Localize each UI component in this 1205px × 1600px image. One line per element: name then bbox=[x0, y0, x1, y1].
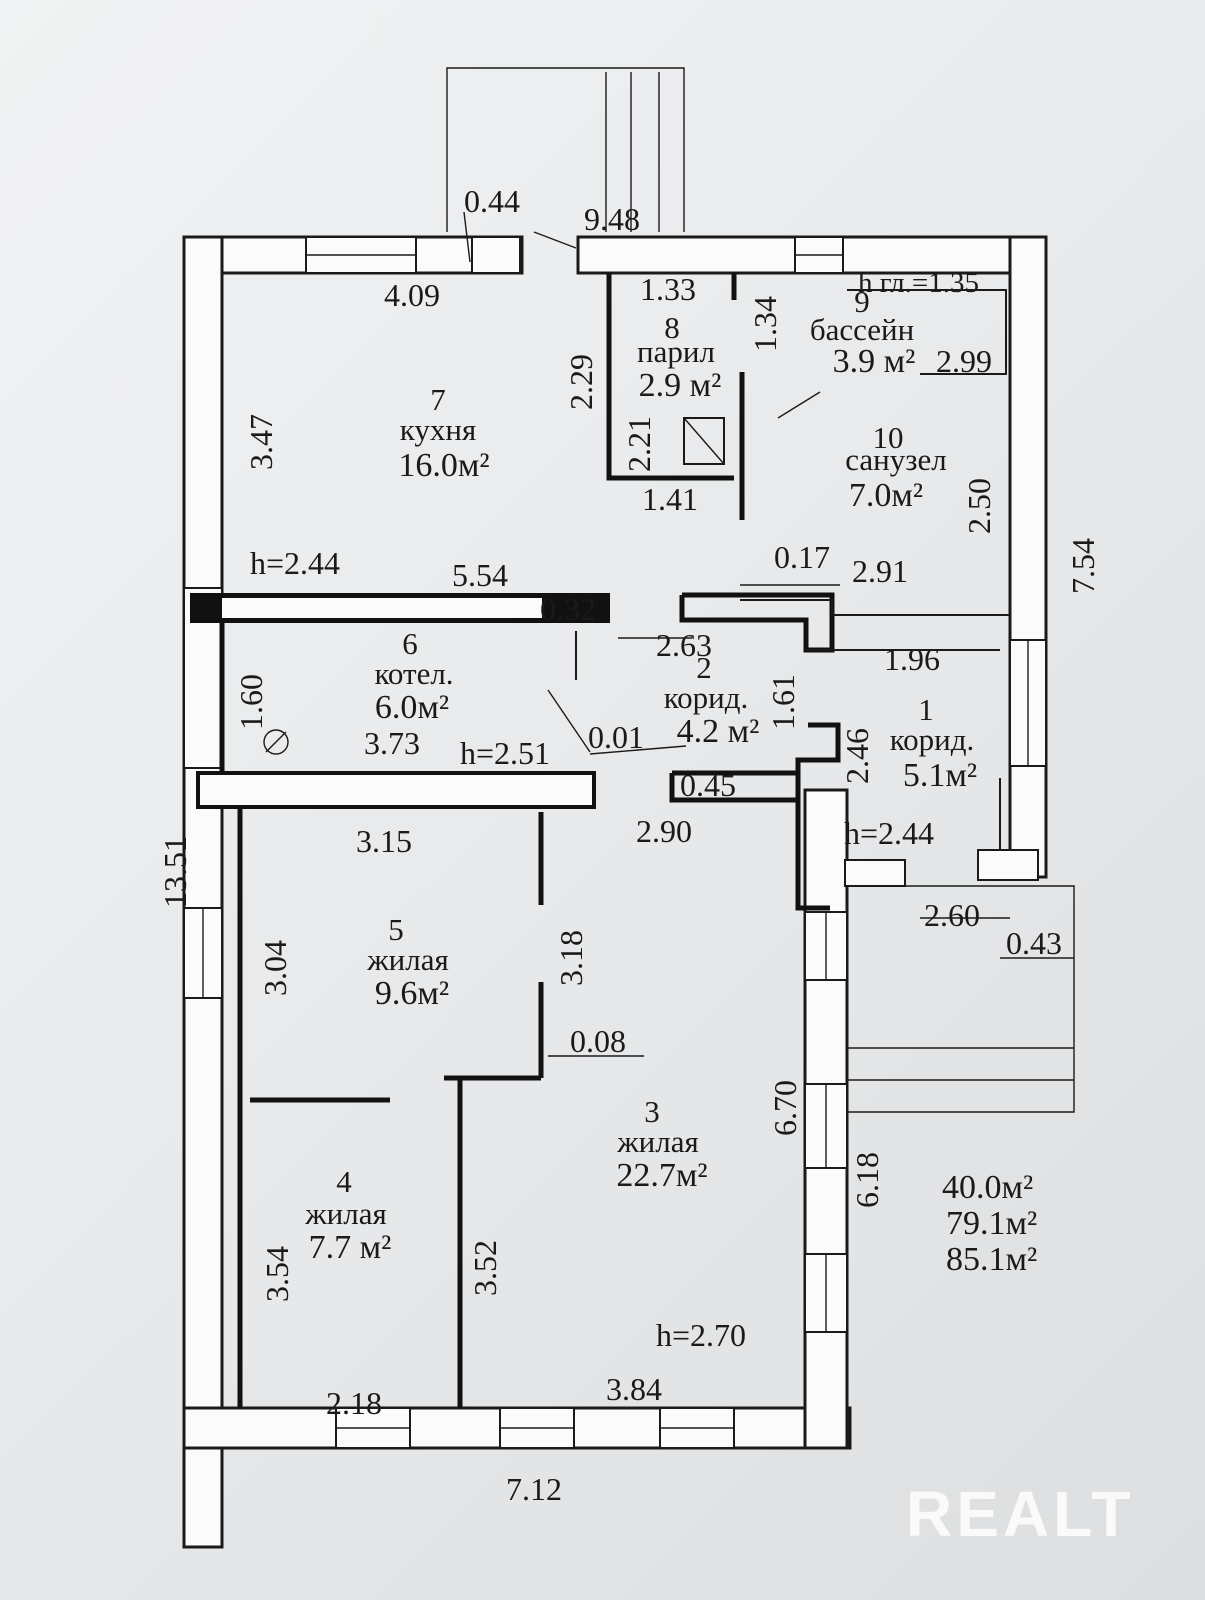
interior-walls bbox=[190, 231, 1075, 1408]
corridor-height: h=2.51 bbox=[460, 735, 550, 771]
dim-2-90: 2.90 bbox=[636, 813, 692, 849]
room-area: 2.9 м² bbox=[639, 367, 722, 404]
room-area: 9.6м² bbox=[375, 975, 449, 1012]
room-area: 7.0м² bbox=[849, 477, 923, 514]
dim-2-50: 2.50 bbox=[961, 478, 997, 534]
room-number: 7 bbox=[430, 382, 446, 417]
dim-4-09: 4.09 bbox=[384, 277, 440, 313]
room-name: корид. bbox=[664, 680, 749, 715]
dim-0-01: 0.01 bbox=[588, 719, 644, 755]
room-name: санузел bbox=[845, 442, 946, 477]
dim-2-60: 2.60 bbox=[924, 897, 980, 933]
dim-3-04: 3.04 bbox=[257, 940, 293, 996]
dim-3-18: 3.18 bbox=[553, 930, 589, 986]
dim-3-84: 3.84 bbox=[606, 1371, 662, 1407]
room-label-pool: 9 бассейн 3.9 м² bbox=[810, 284, 916, 380]
room-number: 8 bbox=[664, 310, 680, 345]
dim-2-91: 2.91 bbox=[852, 553, 908, 589]
room-area: 6.0м² bbox=[375, 689, 449, 726]
room-label-steam: 8 парил 2.9 м² bbox=[637, 310, 721, 404]
dim-2-29: 2.29 bbox=[563, 354, 599, 410]
room-label-corridor-1: 1 корид. 5.1м² bbox=[890, 692, 977, 794]
dim-0-32: 0.32 bbox=[540, 591, 596, 627]
realt-watermark: REALT bbox=[906, 1478, 1135, 1550]
room-number: 3 bbox=[644, 1094, 660, 1129]
dim-1-33: 1.33 bbox=[640, 271, 696, 307]
dim-2-46: 2.46 bbox=[839, 728, 875, 784]
room-name: корид. bbox=[890, 722, 975, 757]
dim-0-08: 0.08 bbox=[570, 1023, 626, 1059]
dim-6-70: 6.70 bbox=[767, 1080, 803, 1136]
entry-height: h=2.44 bbox=[844, 815, 934, 851]
dim-2-99: 2.99 bbox=[936, 343, 992, 379]
total-area-overall: 85.1м² bbox=[946, 1241, 1037, 1278]
dim-9-48: 9.48 bbox=[584, 201, 640, 237]
dim-7-54: 7.54 bbox=[1065, 538, 1101, 594]
room-number: 10 bbox=[873, 420, 904, 455]
room-number: 4 bbox=[336, 1164, 352, 1199]
dim-2-63: 2.63 bbox=[656, 627, 712, 663]
pool-depth: h гл.=1.35 bbox=[858, 267, 979, 299]
room-name: кухня bbox=[400, 412, 476, 447]
room-area: 3.9 м² bbox=[833, 343, 916, 380]
total-area-general: 79.1м² bbox=[946, 1205, 1037, 1242]
area-totals: 40.0м² 79.1м² 85.1м² bbox=[942, 1169, 1037, 1278]
room-number: 1 bbox=[918, 692, 934, 727]
kitchen-height: h=2.44 bbox=[250, 545, 340, 581]
room-name: жилая bbox=[616, 1124, 699, 1159]
windows bbox=[183, 236, 1047, 1449]
room-area: 7.7 м² bbox=[309, 1229, 392, 1266]
outer-walls bbox=[182, 235, 1048, 1549]
room-label-corridor-2: 2 корид. 4.2 м² bbox=[664, 650, 760, 750]
room-label-boiler: 6 котел. 6.0м² bbox=[374, 626, 453, 726]
room-number: 2 bbox=[696, 650, 712, 685]
dim-7-12: 7.12 bbox=[506, 1471, 562, 1507]
total-area-living: 40.0м² bbox=[942, 1169, 1033, 1206]
dim-3-54: 3.54 bbox=[259, 1246, 295, 1302]
room-name: котел. bbox=[374, 656, 453, 691]
room-name: парил bbox=[637, 334, 715, 369]
top-terrace bbox=[446, 67, 685, 232]
room-area: 4.2 м² bbox=[677, 713, 760, 750]
room-area: 16.0м² bbox=[398, 447, 489, 484]
dim-6-18: 6.18 bbox=[849, 1152, 885, 1208]
room-number: 9 bbox=[854, 284, 870, 319]
dim-2-18: 2.18 bbox=[326, 1385, 382, 1421]
room-label-bath: 10 санузел 7.0м² bbox=[845, 420, 946, 514]
dim-1-34: 1.34 bbox=[747, 296, 783, 352]
dim-0-17: 0.17 bbox=[774, 539, 830, 575]
room-label-living-4: 4 жилая 7.7 м² bbox=[304, 1164, 391, 1266]
room-area: 22.7м² bbox=[616, 1157, 707, 1194]
dimension-leaders bbox=[263, 211, 1074, 1057]
dim-0-44: 0.44 bbox=[464, 183, 520, 219]
dim-1-61: 1.61 bbox=[765, 674, 801, 730]
dim-3-73: 3.73 bbox=[364, 725, 420, 761]
living-height: h=2.70 bbox=[656, 1317, 746, 1353]
dim-1-96: 1.96 bbox=[884, 641, 940, 677]
room-area: 5.1м² bbox=[903, 757, 977, 794]
room-number: 6 bbox=[402, 626, 418, 661]
room-name: жилая bbox=[366, 942, 449, 977]
dim-3-52: 3.52 bbox=[467, 1240, 503, 1296]
room-number: 5 bbox=[388, 912, 404, 947]
dim-2-21: 2.21 bbox=[621, 416, 657, 472]
dim-0-45: 0.45 bbox=[680, 767, 736, 803]
room-name: бассейн bbox=[810, 312, 914, 347]
dim-5-54: 5.54 bbox=[452, 557, 508, 593]
room-label-living-3: 3 жилая 22.7м² bbox=[616, 1094, 707, 1194]
dim-1-60: 1.60 bbox=[233, 674, 269, 730]
dimensions: 0.44 9.48 4.09 1.33 2.99 1.41 5.54 0.17 … bbox=[157, 183, 1101, 1507]
dim-13-51: 13.51 bbox=[157, 836, 193, 908]
dim-1-41: 1.41 bbox=[642, 481, 698, 517]
room-label-kitchen: 7 кухня 16.0м² bbox=[398, 382, 489, 484]
dim-0-43: 0.43 bbox=[1006, 925, 1062, 961]
room-label-living-5: 5 жилая 9.6м² bbox=[366, 912, 449, 1012]
dim-3-15: 3.15 bbox=[356, 823, 412, 859]
dim-3-47: 3.47 bbox=[243, 414, 279, 470]
room-name: жилая bbox=[304, 1196, 387, 1231]
